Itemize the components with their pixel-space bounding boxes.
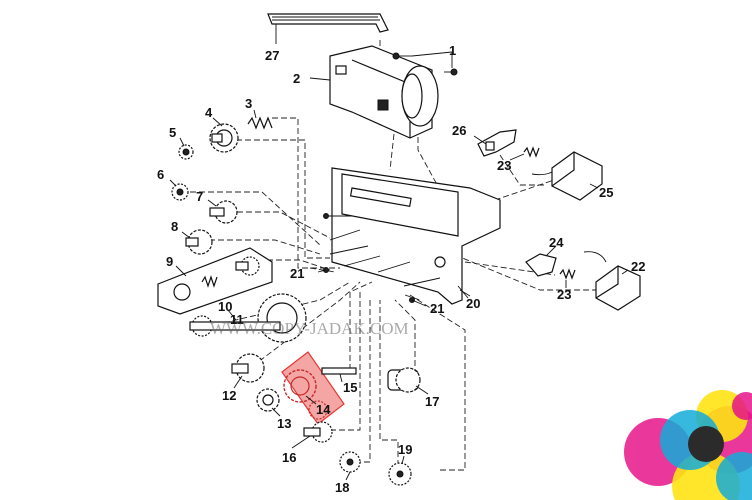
gear-part-13 (256, 388, 280, 412)
callout-label-25: 25 (599, 185, 613, 200)
clutch-kit-part-9 (157, 247, 273, 315)
callout-label-9: 9 (166, 254, 173, 269)
callout-label-19: 19 (398, 442, 412, 457)
callout-label-4: 4 (205, 105, 213, 120)
callout-label-7: 7 (196, 189, 203, 204)
callout-label-23a: 23 (497, 158, 511, 173)
gear-part-12 (231, 353, 265, 383)
callout-label-14: 14 (316, 402, 331, 417)
gear-part-19 (388, 462, 412, 486)
callout-label-1: 1 (449, 43, 456, 58)
gear-shaft-part-10 (189, 293, 307, 343)
callout-label-21b: 21 (430, 301, 444, 316)
callout-label-20: 20 (466, 296, 480, 311)
callout-label-26: 26 (452, 123, 466, 138)
callout-label-27: 27 (265, 48, 279, 63)
spring-part (247, 109, 273, 130)
callout-label-6: 6 (157, 167, 164, 182)
cmyk-logo (624, 390, 752, 500)
callout-label-22: 22 (631, 259, 645, 274)
frame-bracket-part-20 (323, 167, 501, 305)
callout-label-12: 12 (222, 388, 236, 403)
shaft-part-15 (321, 367, 357, 375)
gear-part-8 (185, 229, 213, 255)
leader-lines (169, 117, 629, 481)
screw-part (392, 51, 458, 76)
callout-label-23b: 23 (557, 287, 571, 302)
callout-label-18: 18 (335, 480, 349, 495)
ribbon-cable-part (267, 13, 389, 44)
gear-part-16 (303, 421, 333, 443)
callout-label-15: 15 (343, 380, 357, 395)
callout-label-13: 13 (277, 416, 291, 431)
watermark-text: WWW.COPY-JADAK.COM (210, 319, 409, 338)
callout-label-10: 10 (218, 299, 232, 314)
gear-part-18 (339, 451, 361, 473)
callout-label-5: 5 (169, 125, 176, 140)
callout-label-16: 16 (282, 450, 296, 465)
callout-label-3: 3 (245, 96, 252, 111)
bushing-part-5 (178, 144, 194, 160)
callout-label-24: 24 (549, 235, 564, 250)
lower-solenoid-assembly (525, 251, 641, 311)
upper-solenoid-assembly (477, 129, 603, 201)
gear-part-4 (209, 123, 239, 153)
gear-part-6 (171, 183, 189, 201)
motor-assembly-part (309, 45, 439, 139)
callout-label-8: 8 (171, 219, 178, 234)
callout-label-2: 2 (293, 71, 300, 86)
screw-part-21 (317, 267, 427, 307)
callout-label-11: 11 (230, 312, 244, 327)
gear-part-7 (209, 200, 238, 224)
highlighted-gear-part-14 (281, 351, 345, 425)
callout-label-17: 17 (425, 394, 439, 409)
gear-part-17 (387, 367, 421, 393)
callout-label-21a: 21 (290, 266, 304, 281)
